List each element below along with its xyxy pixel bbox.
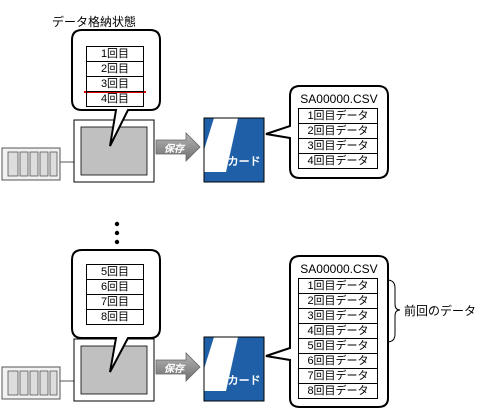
- file-record: 5回目データ: [298, 338, 378, 354]
- file-record: 3回目データ: [298, 138, 378, 154]
- display-record: 1回目: [86, 46, 144, 62]
- display-record: 4回目: [86, 91, 144, 107]
- save-label: 保存: [164, 144, 184, 155]
- display-record: 8回目: [86, 309, 144, 325]
- save-arrow-icon: [155, 132, 201, 162]
- plc-device-icon: [1, 147, 75, 181]
- display-record: 2回目: [86, 61, 144, 77]
- display-record: 6回目: [86, 279, 144, 295]
- save-arrow-icon: [155, 352, 201, 382]
- file-record: 4回目データ: [298, 323, 378, 339]
- file-record: 8回目データ: [298, 383, 378, 399]
- file-record: 7回目データ: [298, 368, 378, 384]
- file-record-table: 1回目データ 2回目データ 3回目データ 4回目データ 5回目データ 6回目デー…: [298, 278, 378, 399]
- previous-data-label: 前回のデータ: [404, 304, 477, 318]
- display-record-table: 1回目 2回目 3回目 4回目: [86, 46, 144, 107]
- display-record: 7回目: [86, 294, 144, 310]
- display-record: 5回目: [86, 264, 144, 280]
- file-record: 2回目データ: [298, 123, 378, 139]
- csv-file-name: SA00000.CSV: [300, 262, 378, 276]
- file-record: 1回目データ: [298, 108, 378, 124]
- file-record-table: 1回目データ 2回目データ 3回目データ 4回目データ: [298, 108, 378, 169]
- cf-card-label: CFカード: [213, 156, 261, 168]
- display-record: 3回目: [86, 76, 144, 92]
- diagram-title: データ格納状態: [52, 15, 137, 29]
- cf-card-icon: [203, 117, 265, 183]
- plc-device-icon: [1, 366, 75, 400]
- cf-card-label: CFカード: [213, 375, 261, 387]
- file-record: 1回目データ: [298, 278, 378, 294]
- csv-file-name: SA00000.CSV: [300, 92, 378, 106]
- cf-card-icon: [203, 336, 265, 402]
- file-record: 4回目データ: [298, 153, 378, 169]
- save-label: 保存: [164, 364, 184, 375]
- file-record: 3回目データ: [298, 308, 378, 324]
- file-record: 6回目データ: [298, 353, 378, 369]
- file-record: 2回目データ: [298, 293, 378, 309]
- display-record-table: 5回目 6回目 7回目 8回目: [86, 264, 144, 325]
- previous-data-bracket: [386, 279, 401, 343]
- continuation-dots: [114, 221, 120, 245]
